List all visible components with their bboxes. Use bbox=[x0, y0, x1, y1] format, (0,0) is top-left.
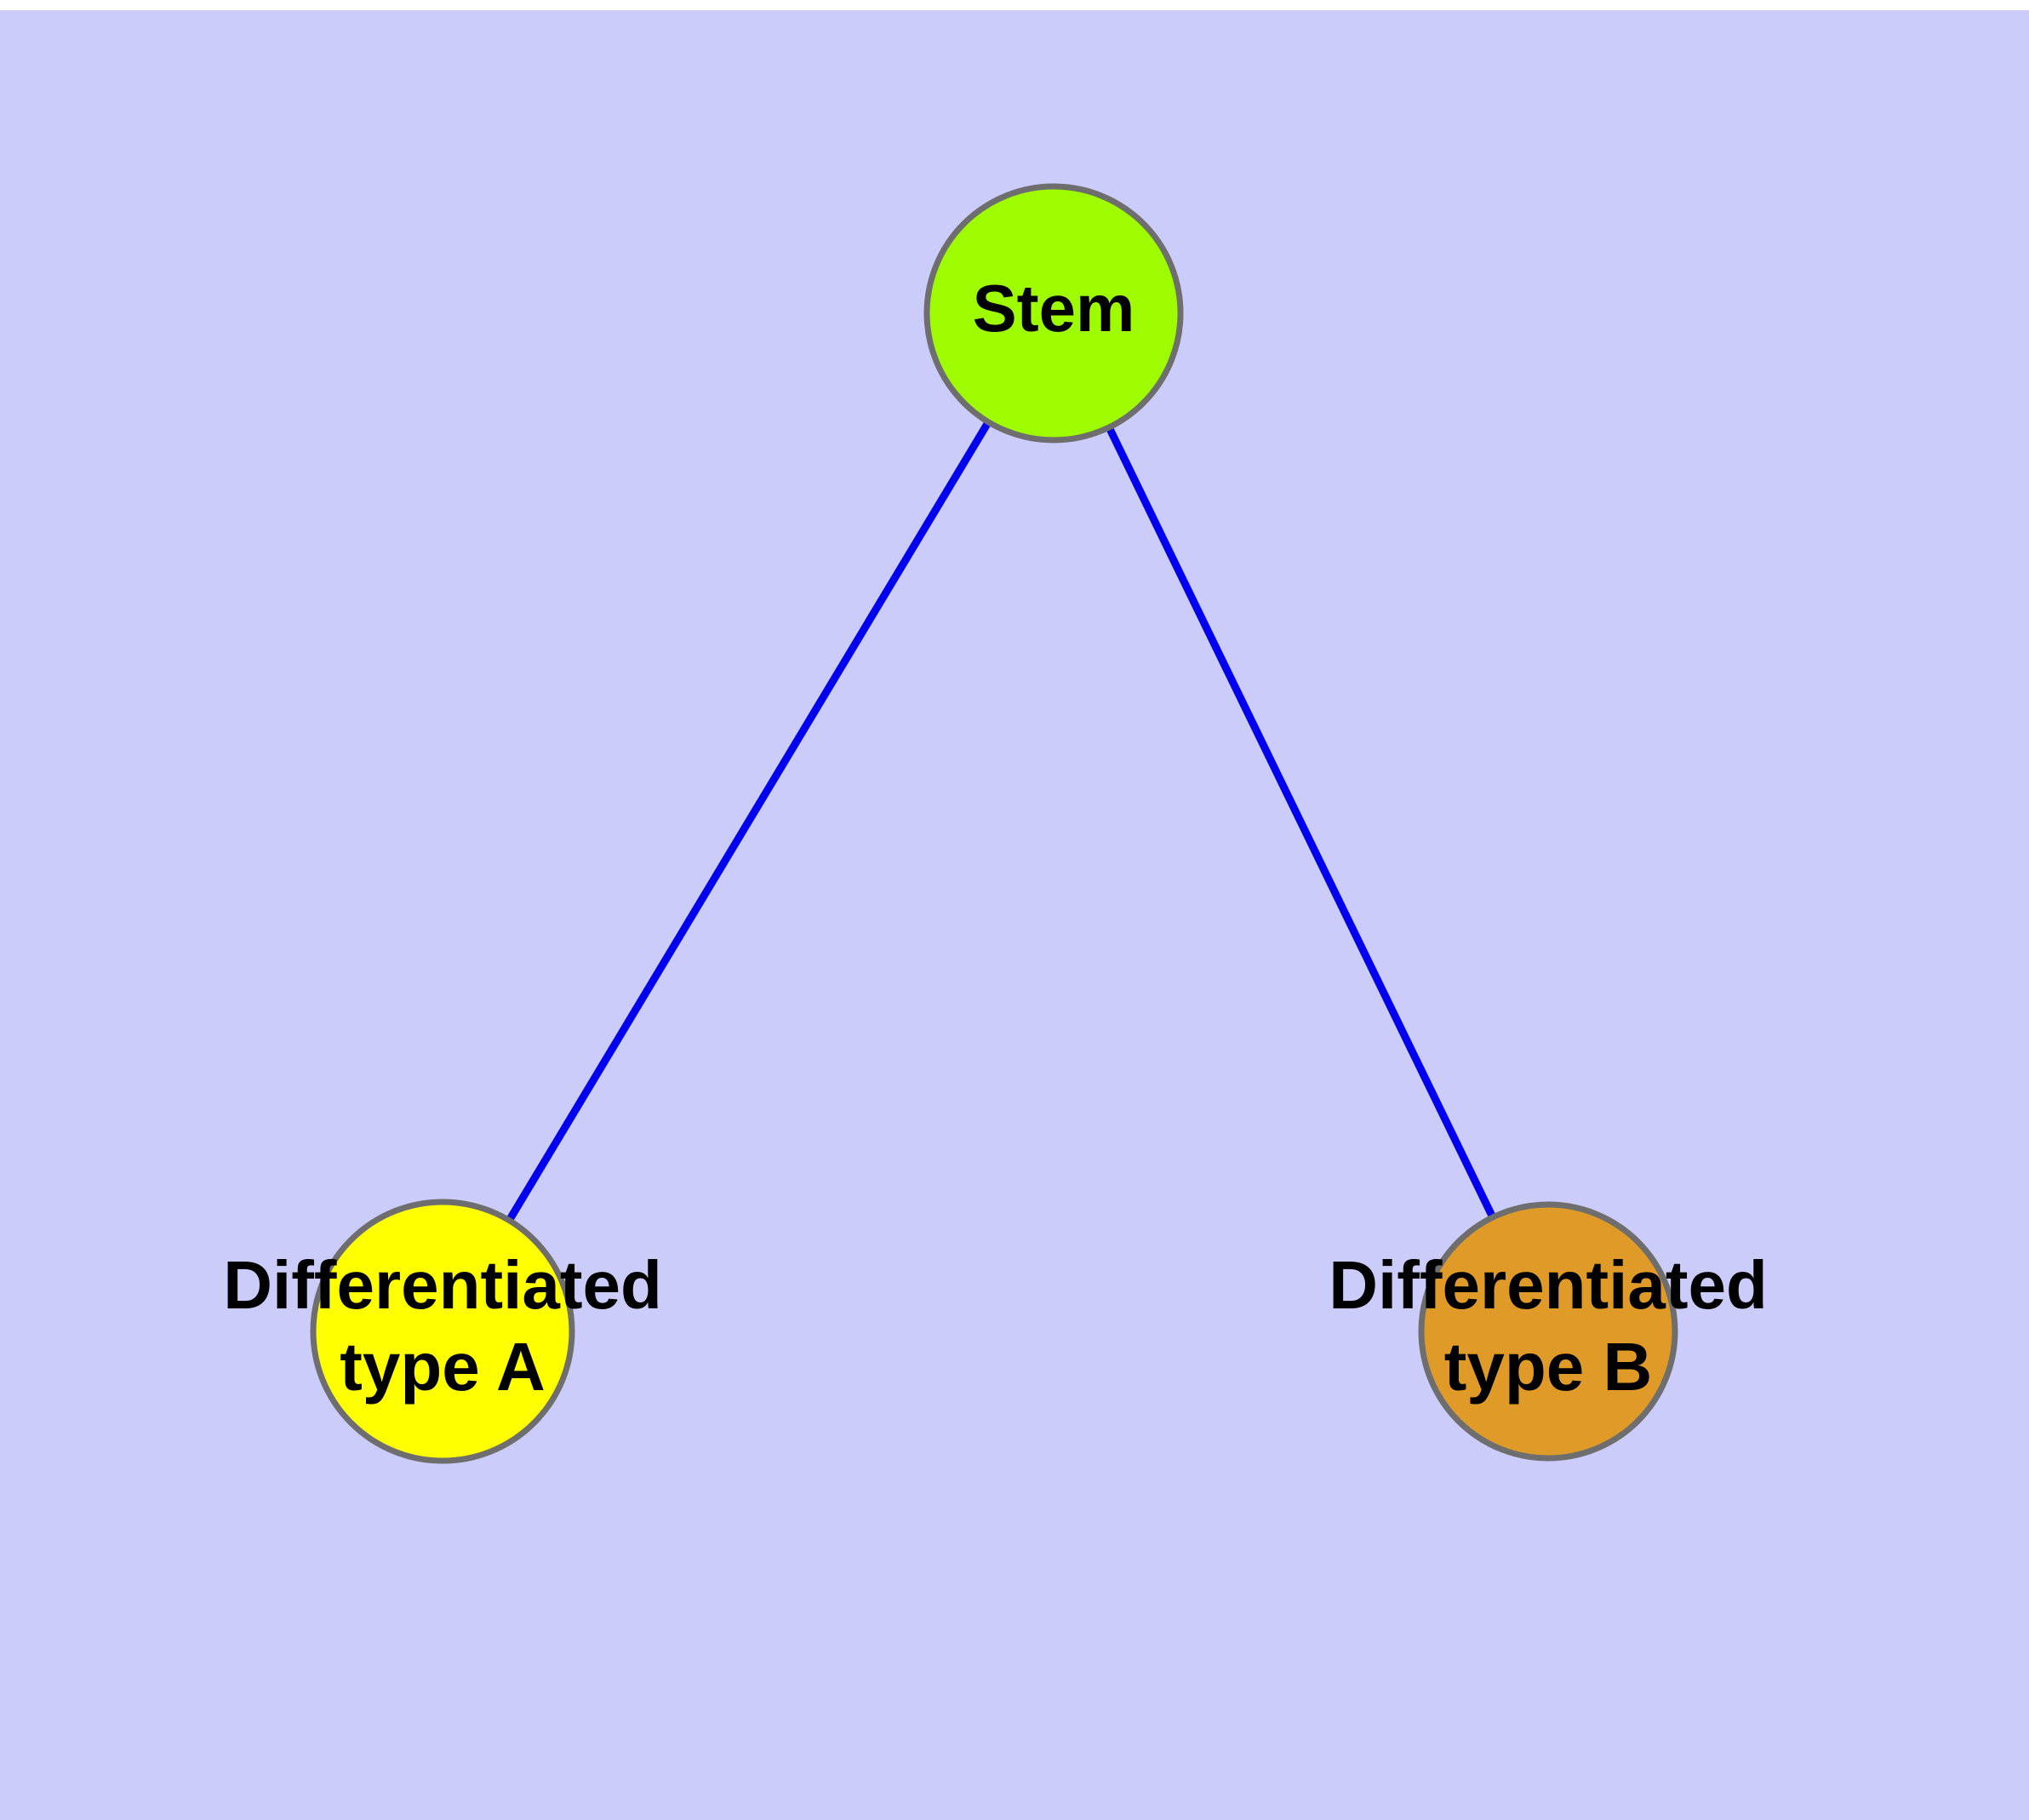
node-label-line: Stem bbox=[973, 271, 1135, 346]
graph-node-stem[interactable] bbox=[923, 183, 1184, 444]
graph-edge-stem-diff_b[interactable] bbox=[1049, 312, 1552, 1333]
graph-node-diff_b[interactable] bbox=[1418, 1201, 1678, 1462]
edges-layer bbox=[439, 311, 1552, 1334]
node-label-line: Differentiated bbox=[223, 1247, 662, 1323]
graph-node-label-stem: Stem bbox=[973, 271, 1135, 346]
graph-edge-stem-diff_a[interactable] bbox=[439, 311, 1057, 1334]
node-label-line: type A bbox=[340, 1329, 546, 1405]
graph-node-diff_a[interactable] bbox=[310, 1199, 575, 1464]
node-label-line: Differentiated bbox=[1329, 1247, 1768, 1323]
nodes-layer bbox=[310, 183, 1678, 1464]
node-label-line: type B bbox=[1444, 1329, 1653, 1405]
